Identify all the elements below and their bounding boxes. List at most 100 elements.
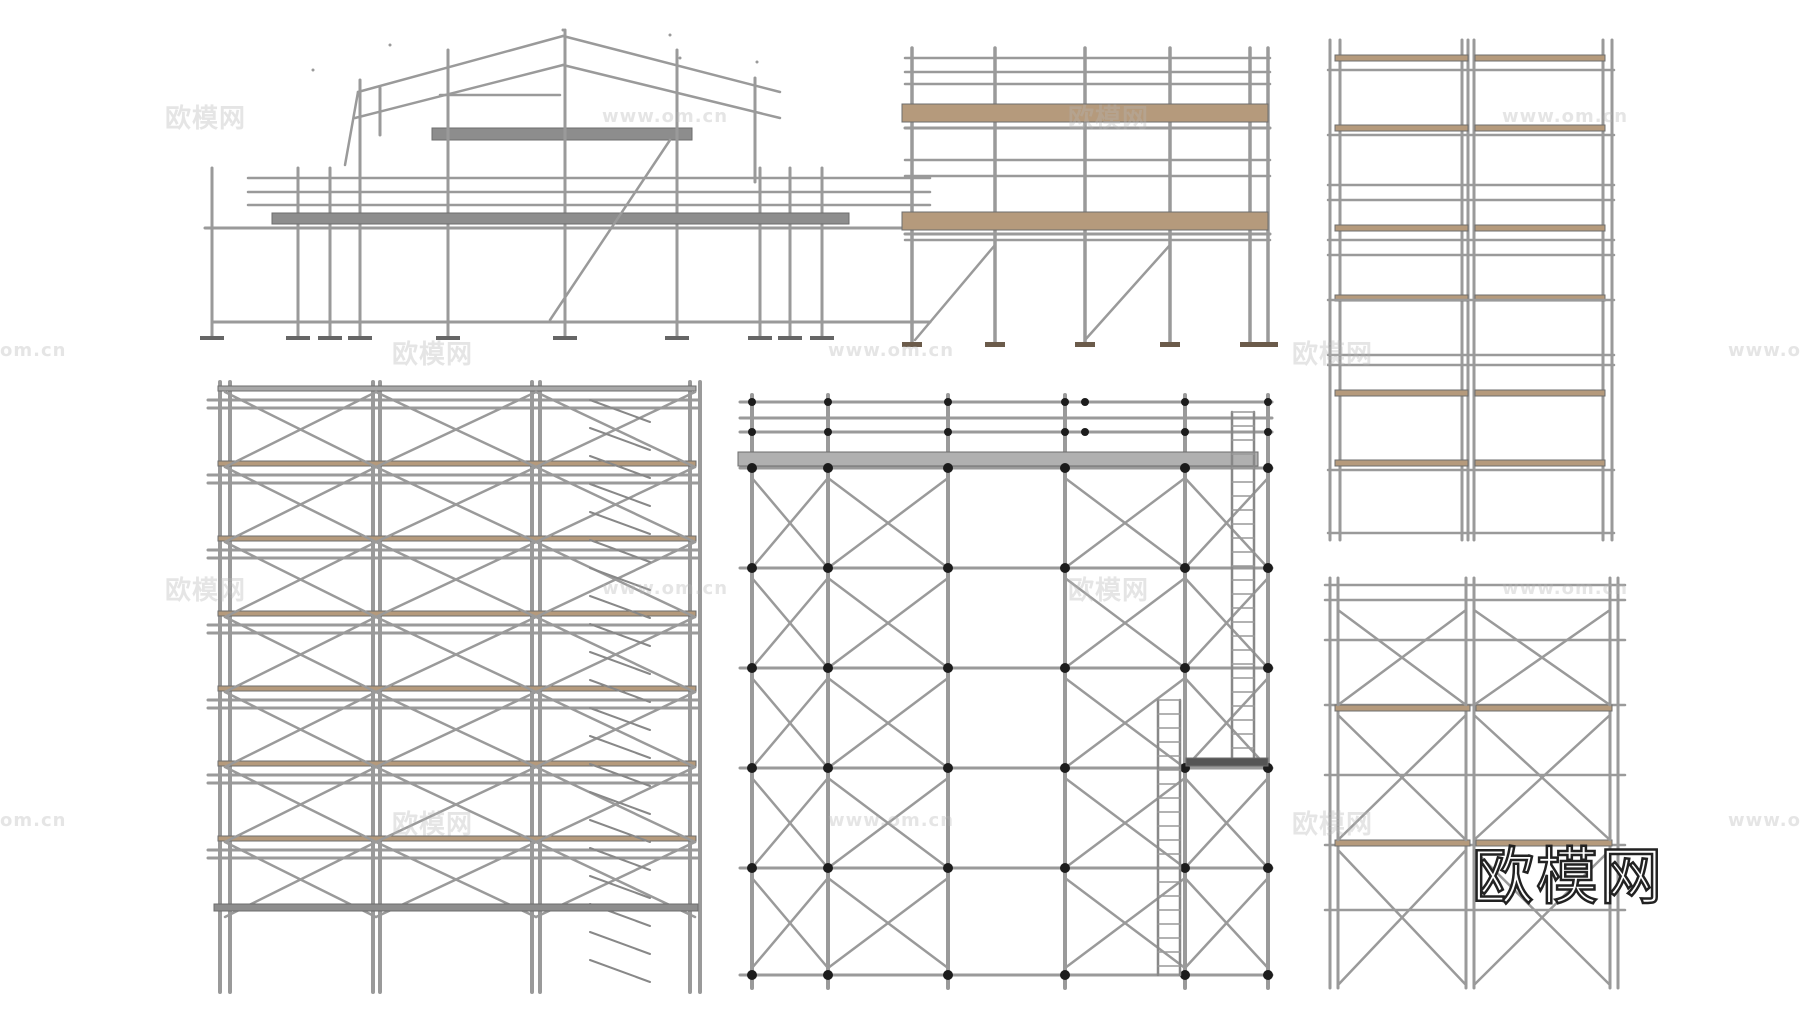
cross-brace [534,540,697,619]
base-plate [1160,342,1180,347]
cross-brace [826,476,950,570]
coupler [1263,970,1273,980]
stair-step [589,539,651,563]
base-plate [553,336,577,340]
shelf-plank [1334,459,1469,467]
coupler [1264,398,1272,406]
deck-plank [1334,839,1471,847]
coupler [823,970,833,980]
cross-brace [750,576,830,670]
coupler [944,428,952,436]
coupler [1060,563,1070,573]
coupler [747,663,757,673]
deck-plank [217,535,697,542]
cross-brace [374,390,538,469]
stair-step [589,763,651,787]
coupler [824,398,832,406]
base-plate [436,336,460,340]
coupler [748,428,756,436]
coupler [823,863,833,873]
deck-plank [217,610,697,617]
coupler [1061,428,1069,436]
scaffold-with-wooden-decks [901,46,1278,347]
stair-step [589,399,651,423]
coupler [1060,970,1070,980]
stair-step [589,819,651,843]
deck-plank [1475,704,1613,712]
coupler [1263,463,1273,473]
cross-brace [1183,776,1270,870]
coupler [823,663,833,673]
cross-brace [1183,876,1270,970]
shelf-plank [1474,54,1606,62]
stair-step [589,623,651,647]
shelf-plank [1334,224,1469,232]
shelf-plank [1474,124,1606,132]
cross-brace [1063,576,1187,670]
deck-plank [1334,704,1471,712]
cross-brace [1063,476,1187,570]
coupler [1060,463,1070,473]
base-plate [748,336,772,340]
cross-brace [826,676,950,770]
cross-brace [534,465,697,544]
coupler [1081,428,1089,436]
cross-brace [1472,713,1612,842]
cross-brace [534,615,697,694]
base-plate [200,336,224,340]
cross-brace [1063,676,1187,770]
tall-double-bay-shelf-scaffold [1326,38,1616,542]
coupler [1180,663,1190,673]
base-plate [810,336,834,340]
deck-plank [217,835,697,842]
base-plate [902,342,922,347]
roof-rafter [561,63,782,120]
upper-plank [431,127,693,141]
diagonal-brace [548,138,672,322]
deck-plank [217,685,697,692]
coupler [943,763,953,773]
cross-brace [750,776,830,870]
cross-brace [223,465,378,544]
roof-rafter [561,34,782,94]
deck-plank [217,460,697,467]
landing-plank [1185,757,1269,767]
coupler [943,463,953,473]
stair-step [589,567,651,591]
coupler [1181,428,1189,436]
coupler [1181,398,1189,406]
base-plate [318,336,342,340]
cross-brace [1336,713,1468,842]
coupler [1180,970,1190,980]
deck-plank [217,760,697,767]
deck-plank [1475,839,1613,847]
base-plate [286,336,310,340]
base-plate [665,336,689,340]
coupler [1060,763,1070,773]
coupler [748,398,756,406]
stair-step [589,791,651,815]
coupler [824,428,832,436]
cross-brace [223,615,378,694]
stair-step [589,847,651,871]
cross-brace [534,390,697,469]
shelf-plank [1474,224,1606,232]
base-plate [1240,342,1260,347]
base-plate [985,342,1005,347]
base-plate [778,336,802,340]
coupler [1264,428,1272,436]
cross-brace [1063,776,1187,870]
stair-step [589,511,651,535]
coupler [943,663,953,673]
coupler [1263,863,1273,873]
base-plate [1258,342,1278,347]
coupler [1081,398,1089,406]
cross-brace [1472,848,1612,987]
coupler [747,563,757,573]
shelf-plank [1334,389,1469,397]
coupler [943,863,953,873]
coupler [823,463,833,473]
cross-brace [223,540,378,619]
